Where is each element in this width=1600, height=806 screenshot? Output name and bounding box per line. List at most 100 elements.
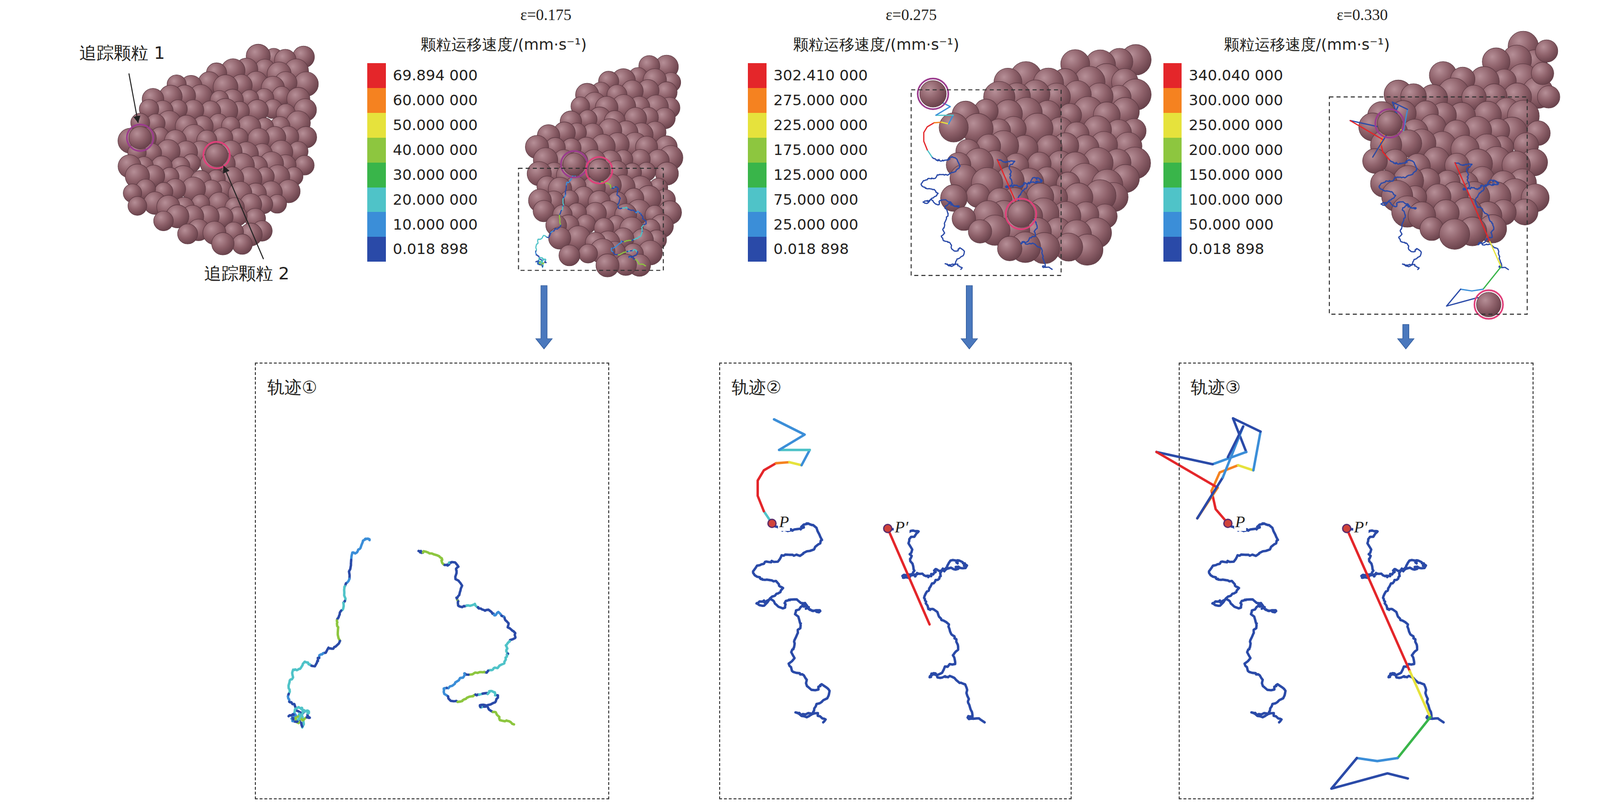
colorbar-value: 50.000 000 xyxy=(393,116,479,134)
colorbar-value: 250.000 000 xyxy=(1188,116,1283,134)
colorbar-value: 302.410 000 xyxy=(773,66,868,85)
colorbar-swatch xyxy=(1163,87,1182,113)
colorbar-row: 150.000 000 xyxy=(1163,162,1284,188)
figure-label: ε=0.330 xyxy=(1336,6,1388,25)
trajectory-line xyxy=(635,259,646,266)
trajectory-line xyxy=(1357,757,1398,761)
colorbar-swatch xyxy=(367,63,386,88)
colorbar-row: 340.040 000 xyxy=(1163,63,1284,88)
point-label: P xyxy=(778,512,790,531)
trajectory-line xyxy=(1227,426,1244,458)
colorbar-row: 0.018 898 xyxy=(367,236,469,262)
colorbar-value: 300.000 000 xyxy=(1188,91,1283,110)
trajectory-line xyxy=(757,462,777,511)
trajectory-line xyxy=(448,696,458,702)
trajectory-line xyxy=(632,249,638,252)
trajectory-line xyxy=(627,208,636,213)
point-marker xyxy=(883,524,892,533)
particle-sphere xyxy=(578,243,598,264)
point-marker xyxy=(1223,519,1232,528)
trajectory-line xyxy=(1490,241,1502,267)
trajectory-line xyxy=(466,603,479,607)
trajectory-line xyxy=(935,114,954,117)
trajectory-line xyxy=(1409,670,1431,717)
particle-sphere xyxy=(1476,292,1502,317)
trajectory-line xyxy=(801,449,810,466)
zoom-arrow xyxy=(536,285,553,349)
colorbar-swatch xyxy=(367,87,386,113)
trajectory-line xyxy=(309,657,320,667)
colorbar-row: 60.000 000 xyxy=(367,87,478,113)
colorbar-swatch xyxy=(367,211,386,237)
colorbar-value: 275.000 000 xyxy=(773,91,868,110)
panel-title: 轨迹① xyxy=(267,377,318,397)
colorbar-swatch xyxy=(1163,63,1182,88)
colorbar-swatch xyxy=(367,236,386,262)
figure-label: ε=0.275 xyxy=(885,6,937,25)
trajectory-line xyxy=(618,206,623,209)
particle-sphere xyxy=(919,80,946,108)
particle-sphere xyxy=(205,143,229,167)
figure-label: 颗粒运移速度/(mm·s⁻¹) xyxy=(1224,35,1391,54)
trajectory-line xyxy=(443,688,449,697)
colorbar-value: 40.000 000 xyxy=(393,141,479,159)
trajectory-line xyxy=(789,461,802,465)
trajectory-line xyxy=(488,654,507,671)
colorbar-row: 200.000 000 xyxy=(1163,137,1284,163)
point-marker xyxy=(1342,524,1351,533)
particle-sphere xyxy=(1377,110,1402,136)
trajectory-line xyxy=(613,252,619,255)
colorbar-value: 175.000 000 xyxy=(773,141,868,159)
particle-sphere xyxy=(1535,39,1558,63)
particle-sphere xyxy=(231,233,253,254)
trajectory-line xyxy=(457,694,476,702)
zoom-arrow xyxy=(961,285,978,349)
trajectory-line xyxy=(493,611,502,616)
trajectory-line xyxy=(887,528,930,625)
colorbar-value: 100.000 000 xyxy=(1188,191,1283,209)
colorbar-row: 125.000 000 xyxy=(747,162,868,188)
trajectory-line xyxy=(337,610,342,621)
trajectory-line xyxy=(297,710,309,722)
trajectory-line xyxy=(493,711,515,724)
trajectory-line xyxy=(349,559,352,579)
colorbar-swatch xyxy=(367,112,386,138)
tracer-ring xyxy=(560,151,588,178)
colorbar-swatch xyxy=(1163,137,1182,163)
particle-sphere xyxy=(968,219,992,243)
trajectory-line xyxy=(323,640,340,654)
trajectory-line xyxy=(934,121,943,123)
trajectory-line xyxy=(948,115,954,124)
trajectory-line xyxy=(611,248,614,253)
colorbar-row: 50.000 000 xyxy=(367,112,478,138)
panel-title: 轨迹② xyxy=(731,377,782,397)
trajectory-line xyxy=(1397,716,1431,758)
trajectory-line xyxy=(941,121,949,124)
particle-sphere xyxy=(587,158,611,182)
trajectory-line xyxy=(923,122,935,151)
trajectory-line xyxy=(1346,528,1410,672)
colorbar-value: 340.040 000 xyxy=(1188,66,1283,85)
colorbar-value: 0.018 898 xyxy=(773,240,850,258)
trajectory-line xyxy=(536,235,547,252)
colorbar-swatch xyxy=(747,162,767,188)
colorbar-row: 40.000 000 xyxy=(367,137,478,163)
trajectory-line xyxy=(920,156,965,270)
colorbar-row: 275.000 000 xyxy=(747,87,868,113)
trajectory-line xyxy=(350,538,370,560)
colorbar-swatch xyxy=(747,112,767,138)
particle-sphere xyxy=(1439,219,1470,250)
trajectory-line xyxy=(446,673,465,689)
colorbar-swatch xyxy=(747,137,767,163)
point-label: P′ xyxy=(1353,517,1369,537)
colorbar-value: 125.000 000 xyxy=(773,166,868,184)
colorbar-swatch xyxy=(747,63,767,88)
trajectory-line xyxy=(776,461,790,463)
colorbar-value: 50.000 000 xyxy=(1188,216,1274,234)
colorbar-row: 225.000 000 xyxy=(747,112,868,138)
colorbar-value: 200.000 000 xyxy=(1188,141,1283,159)
colorbar-swatch xyxy=(1163,187,1182,213)
point-label: P xyxy=(1234,512,1247,531)
point-marker xyxy=(767,519,777,528)
illustration-group xyxy=(118,31,1560,789)
